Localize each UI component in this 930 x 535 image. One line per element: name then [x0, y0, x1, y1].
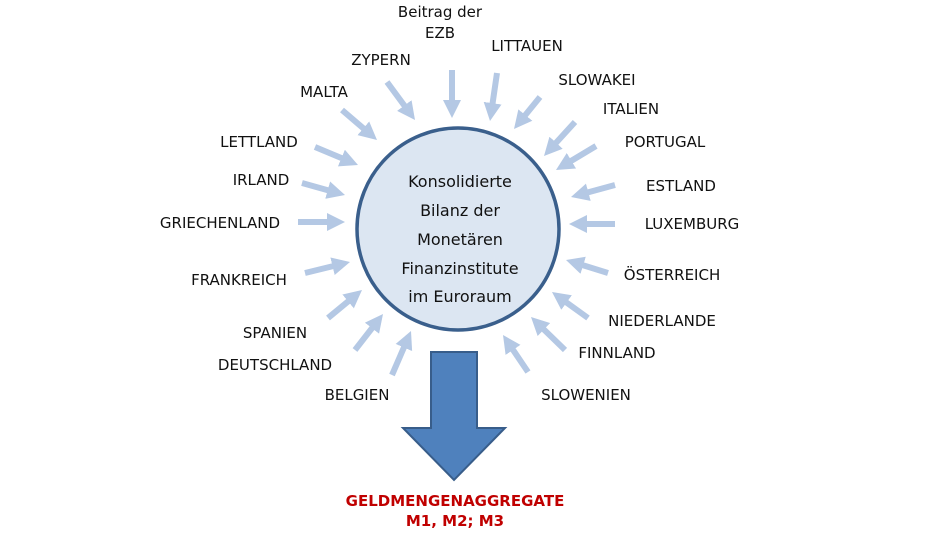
arrow-malta: [340, 107, 377, 141]
label-deutschland: DEUTSCHLAND: [218, 356, 332, 374]
contributor-arrows: [298, 70, 616, 377]
arrow-slowakei: [514, 95, 543, 130]
label-lettland: LETTLAND: [220, 133, 298, 151]
label-griechenland: GRIECHENLAND: [160, 214, 280, 232]
label-finnland: FINNLAND: [578, 344, 655, 362]
arrow-deutschland: [352, 313, 384, 352]
label-luxemburg: LUXEMBURG: [645, 215, 740, 233]
center-text: Konsolidierte Bilanz der Monetären Finan…: [401, 172, 518, 306]
arrow-lettland: [313, 144, 358, 167]
label-italien: ITALIEN: [603, 100, 659, 118]
center-line: Bilanz der: [420, 201, 500, 220]
label-zypern: ZYPERN: [351, 51, 411, 69]
label-frankreich: FRANKREICH: [191, 271, 287, 289]
label-slowenien: SLOWENIEN: [541, 386, 631, 404]
arrow-belgien: [389, 331, 413, 377]
big-down-arrow: [400, 351, 508, 482]
label-ezb: EZB: [425, 24, 455, 42]
label-slowakei: SLOWAKEI: [558, 71, 635, 89]
label-portugal: PORTUGAL: [625, 133, 706, 151]
output-title: GELDMENGENAGGREGATE: [346, 492, 565, 510]
arrow-portugal: [555, 143, 598, 170]
consolidated-balance-circle: [355, 126, 561, 332]
center-line: Monetären: [417, 230, 503, 249]
output-aggregates: M1, M2; M3: [406, 512, 504, 530]
label-spanien: SPANIEN: [243, 324, 307, 342]
label-niederlande: NIEDERLANDE: [608, 312, 716, 330]
center-line: im Euroraum: [408, 287, 512, 306]
label-oesterreich: ÖSTERREICH: [624, 265, 720, 284]
center-line: Konsolidierte: [408, 172, 512, 191]
arrow-finnland: [531, 316, 568, 353]
arrow-italien: [543, 119, 578, 156]
label-malta: MALTA: [300, 83, 348, 101]
label-estland: ESTLAND: [646, 177, 716, 195]
label-belgien: BELGIEN: [325, 386, 390, 404]
arrow-littauen: [483, 72, 502, 121]
arrow-irland: [301, 180, 346, 199]
arrow-zypern: [384, 80, 415, 120]
label-littauen: LITTAUEN: [491, 37, 563, 55]
arrow-oesterreich: [566, 256, 609, 276]
arrow-frankreich: [304, 257, 351, 276]
label-ezb: Beitrag der: [398, 3, 483, 21]
arrow-slowenien: [503, 335, 531, 374]
label-irland: IRLAND: [233, 171, 290, 189]
arrow-estland: [570, 182, 616, 201]
center-line: Finanzinstitute: [401, 259, 518, 278]
arrow-niederlande: [552, 291, 590, 321]
arrow-spanien: [326, 290, 363, 321]
